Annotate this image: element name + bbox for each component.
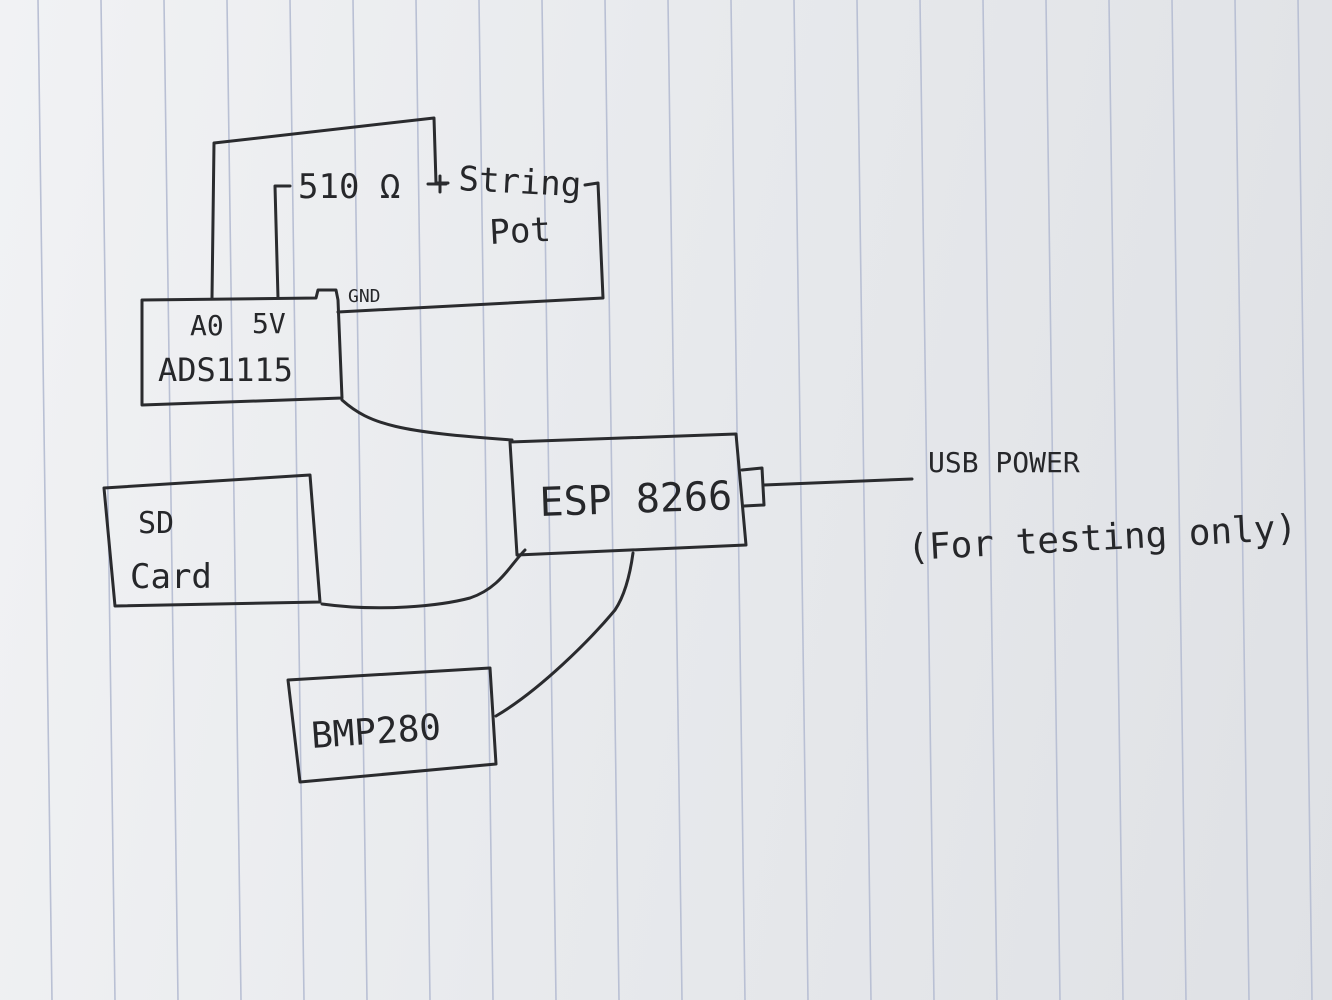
notebook-rule-line xyxy=(856,0,872,1000)
sd-card-label-line1: SD xyxy=(138,506,174,541)
esp8266-box xyxy=(508,432,748,557)
string-pot-label-line2: Pot xyxy=(488,210,551,253)
resistor-pot-wire xyxy=(426,174,448,194)
resistor-label: 510 Ω xyxy=(298,167,400,207)
gnd-wire xyxy=(336,181,605,314)
usb-power-label: USB POWER xyxy=(928,446,1080,479)
notebook-rule-line xyxy=(1045,0,1061,1000)
notebook-rule-lines xyxy=(37,0,1313,1000)
notebook-rule-line xyxy=(100,0,116,1000)
esp8266-label: ESP 8266 xyxy=(539,473,733,526)
notebook-rule-line xyxy=(478,0,494,1000)
usb-power-wire xyxy=(762,477,914,487)
notebook-rule-line xyxy=(541,0,557,1000)
adc-a0-pin-label: A0 xyxy=(190,309,224,342)
notebook-rule-line xyxy=(37,0,53,1000)
sd-card-box xyxy=(102,473,322,608)
bmp280-box xyxy=(286,666,498,784)
notebook-rule-line xyxy=(793,0,809,1000)
sd-card-label-line2: Card xyxy=(130,557,212,597)
a0-wire xyxy=(210,116,450,300)
ads1115-box xyxy=(140,288,344,407)
notebook-rule-line xyxy=(226,0,242,1000)
notebook-rule-line xyxy=(289,0,305,1000)
notebook-rule-line xyxy=(1234,0,1250,1000)
notebook-rule-line xyxy=(1108,0,1124,1000)
notebook-rule-line xyxy=(730,0,746,1000)
5v-wire xyxy=(273,184,292,300)
sd-esp-wire xyxy=(320,548,527,610)
bmp-esp-wire xyxy=(494,551,635,718)
notebook-rule-line xyxy=(1297,0,1313,1000)
notebook-rule-line xyxy=(982,0,998,1000)
string-pot-label-line1: String xyxy=(458,159,583,205)
adc-gnd-label: GND xyxy=(348,286,381,307)
notebook-rule-line xyxy=(667,0,683,1000)
bmp280-label: BMP280 xyxy=(310,707,443,757)
notebook-rule-line xyxy=(1171,0,1187,1000)
usb-power-note: (For testing only) xyxy=(906,508,1298,569)
notebook-rule-line xyxy=(604,0,620,1000)
adc-name-label: ADS1115 xyxy=(158,351,293,389)
notebook-rule-line xyxy=(919,0,935,1000)
notebook-rule-line xyxy=(352,0,368,1000)
notebook-rule-line xyxy=(163,0,179,1000)
notebook-rule-line xyxy=(415,0,431,1000)
adc-5v-pin-label: 5V xyxy=(252,307,286,340)
ads-esp-wire xyxy=(340,398,514,442)
usb-connector xyxy=(740,466,766,508)
